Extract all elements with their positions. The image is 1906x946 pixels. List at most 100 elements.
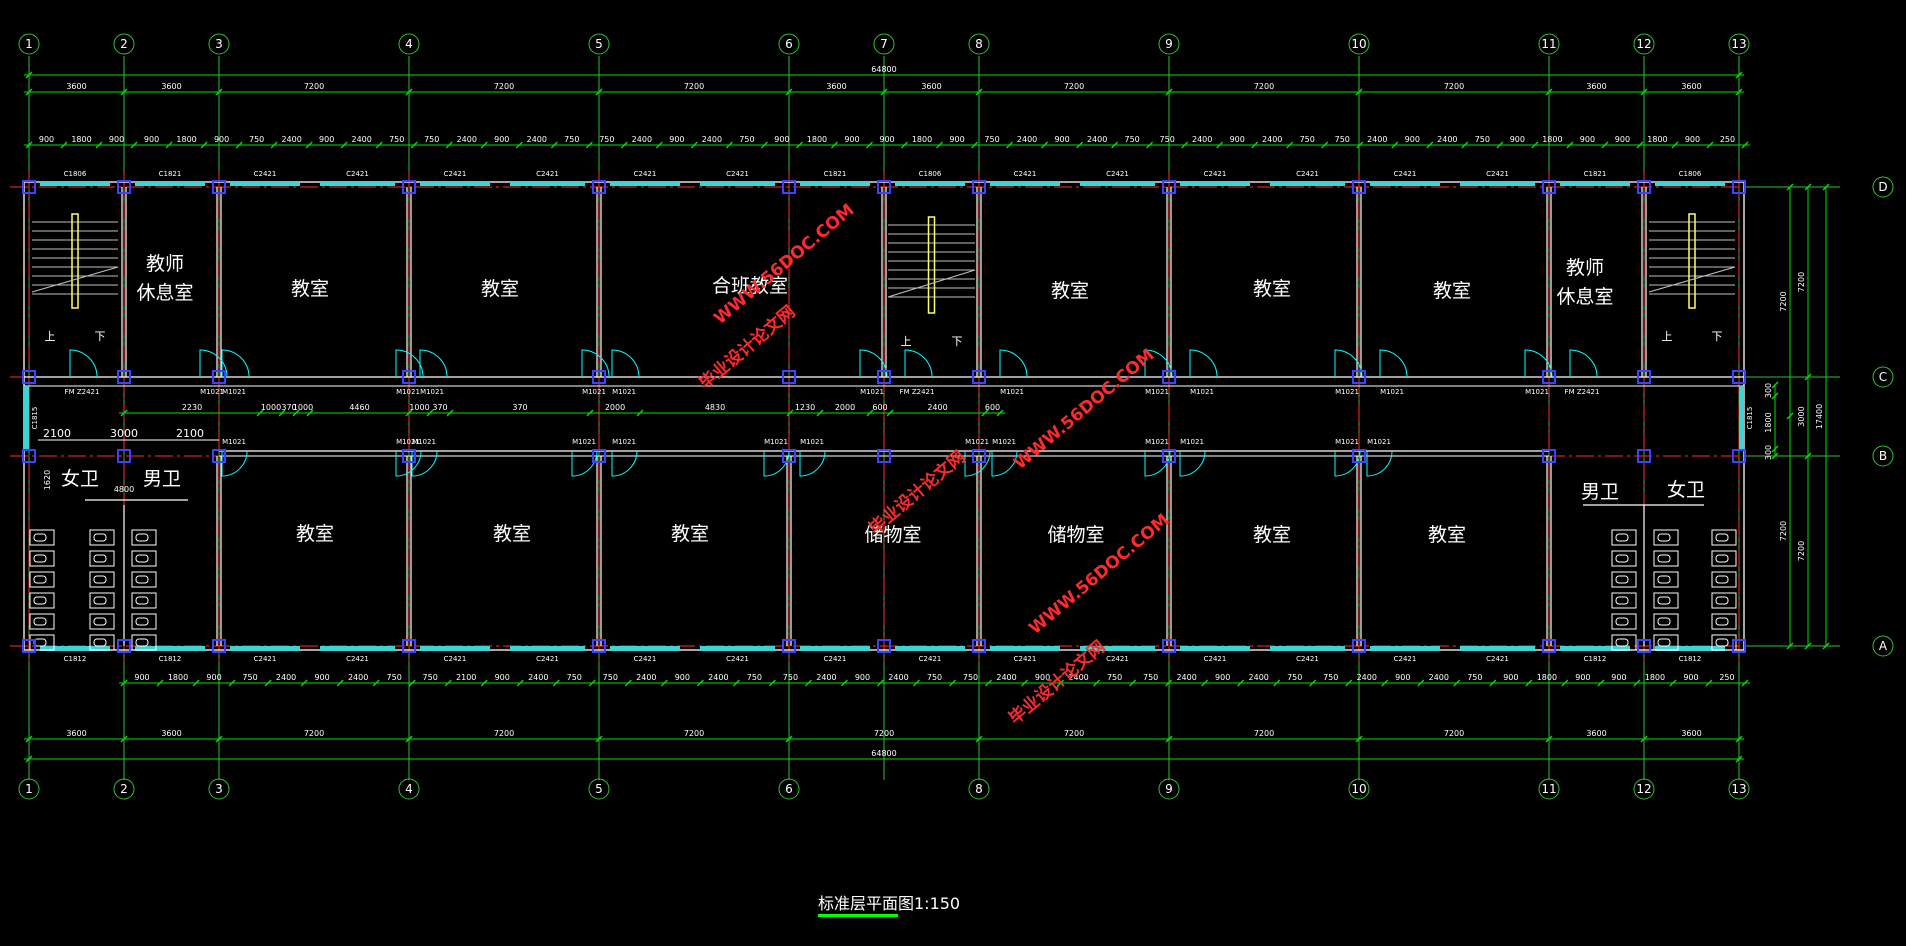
window-dim-top-tick	[655, 141, 663, 149]
window-top	[135, 181, 205, 186]
window-dim-bottom-tick	[516, 679, 524, 687]
column	[1162, 180, 1176, 194]
window-bottom	[990, 646, 1060, 651]
door-code-upper: FM Z2421	[1565, 388, 1600, 396]
window-side-left	[24, 386, 29, 451]
window-code-top: C2421	[444, 170, 467, 178]
window-dim-top-label: 900	[109, 135, 124, 144]
wc-fixture-m1-bowl	[135, 617, 149, 626]
axis-label-top: 9	[1165, 37, 1173, 51]
room-storage: 储物室	[1047, 524, 1104, 546]
right-dim-inner-tick	[1771, 392, 1779, 400]
bay-dim-bottom-tick	[25, 735, 33, 743]
room-men-wc-west: 男卫	[143, 468, 181, 490]
wc-fixture-w2	[89, 529, 115, 546]
window-dim-top-tick	[340, 141, 348, 149]
column	[1542, 180, 1556, 194]
column	[1162, 639, 1176, 653]
column	[117, 449, 131, 463]
window-dim-top-label: 900	[39, 135, 54, 144]
door-code-lower: M1021	[1145, 438, 1169, 446]
window-code-top: C2421	[1014, 170, 1037, 178]
column	[22, 180, 36, 194]
bay-dim-top-label: 3600	[921, 82, 941, 91]
window-dim-top-tick	[1601, 141, 1609, 149]
axis-label-bottom: 11	[1541, 782, 1556, 796]
door-upper	[1379, 349, 1408, 378]
wc-fixture-w2	[89, 550, 115, 567]
corridor-dim-tick	[292, 409, 300, 417]
window-dim-bottom-label: 750	[242, 673, 257, 682]
window-dim-top-tick	[936, 141, 944, 149]
bay-dim-bottom-label: 3600	[66, 729, 86, 738]
corridor-dim-label: 4460	[349, 403, 369, 412]
door-code-lower: M1021	[1180, 438, 1204, 446]
window-dim-bottom-label: 750	[1467, 673, 1482, 682]
axis-bubble-right	[1872, 635, 1894, 657]
column	[1352, 370, 1366, 384]
door-code-upper: M1021	[396, 388, 420, 396]
door-code-upper: M1021	[200, 388, 224, 396]
window-dim-top-label: 900	[844, 135, 859, 144]
axis-bubble-bottom	[588, 778, 610, 800]
window-dim-top-tick	[1461, 141, 1469, 149]
window-dim-bottom-label: 900	[675, 673, 690, 682]
axis-bubble-bottom	[18, 778, 40, 800]
bay-dim-bottom-tick	[405, 735, 413, 743]
window-dim-top-label: 2400	[1017, 135, 1037, 144]
wc-fixture-m2-bowl	[1615, 533, 1629, 542]
window-dim-top-label: 2400	[702, 135, 722, 144]
bay-dim-bottom-tick	[595, 735, 603, 743]
window-dim-bottom-label: 900	[1503, 673, 1518, 682]
window-dim-top-tick	[1531, 141, 1539, 149]
window-dim-bottom-tick	[156, 679, 164, 687]
corridor-dim-tick	[446, 409, 454, 417]
window-dim-top-label: 900	[1580, 135, 1595, 144]
window-bottom	[1080, 646, 1155, 651]
wc-fixture-w1-bowl	[33, 554, 47, 563]
axis-bubble-top	[968, 33, 990, 55]
door-code-upper: M1021	[222, 388, 246, 396]
bay-dim-top-tick	[1735, 88, 1743, 96]
axis-bubble-bottom	[1538, 778, 1560, 800]
window-dim-top-tick	[1671, 141, 1679, 149]
window-dim-top-tick	[1426, 141, 1434, 149]
wc-fixture-w1-bowl	[33, 617, 47, 626]
window-top	[1560, 181, 1630, 186]
window-dim-bottom-label: 2400	[1249, 673, 1269, 682]
window-top	[320, 181, 395, 186]
wc-fixture-w2-bowl	[93, 575, 107, 584]
door-code-upper: M1021	[612, 388, 636, 396]
window-dim-bottom-label: 900	[1683, 673, 1698, 682]
window-dim-bottom-label: 1800	[1537, 673, 1557, 682]
window-top	[420, 181, 490, 186]
right-dim-inner-label: 300	[1764, 445, 1773, 460]
window-dim-bottom-label: 2400	[348, 673, 368, 682]
window-dim-bottom-tick	[1705, 679, 1713, 687]
wc-fixture-m1-bowl	[135, 554, 149, 563]
column	[22, 449, 36, 463]
door-code-lower: M1021	[222, 438, 246, 446]
column	[592, 370, 606, 384]
corridor-dim-label: 1000	[293, 403, 313, 412]
window-bottom	[1655, 646, 1725, 651]
door-code-upper: M1021	[1145, 388, 1169, 396]
toilet-dim-2100a: 2100	[43, 427, 71, 440]
column	[1352, 449, 1366, 463]
column	[1542, 639, 1556, 653]
window-top	[1270, 181, 1345, 186]
window-dim-bottom-tick	[408, 679, 416, 687]
window-dim-top-tick	[620, 141, 628, 149]
corridor-dim-tick	[886, 409, 894, 417]
right-dim-outer-label: 7200	[1797, 541, 1806, 561]
door-upper	[1569, 349, 1598, 378]
wc-fixture-w4-bowl	[1715, 617, 1729, 626]
window-dim-bottom-tick	[1021, 679, 1029, 687]
wc-fixture-w3-bowl	[1657, 533, 1671, 542]
axis-bubble-top	[1633, 33, 1655, 55]
right-dim-outer-tick	[1804, 642, 1812, 650]
window-dim-bottom-tick	[1057, 679, 1065, 687]
overall-dim-top-tick	[1735, 71, 1743, 79]
axis-bubble-top	[18, 33, 40, 55]
wc-fixture-w4	[1711, 592, 1737, 609]
